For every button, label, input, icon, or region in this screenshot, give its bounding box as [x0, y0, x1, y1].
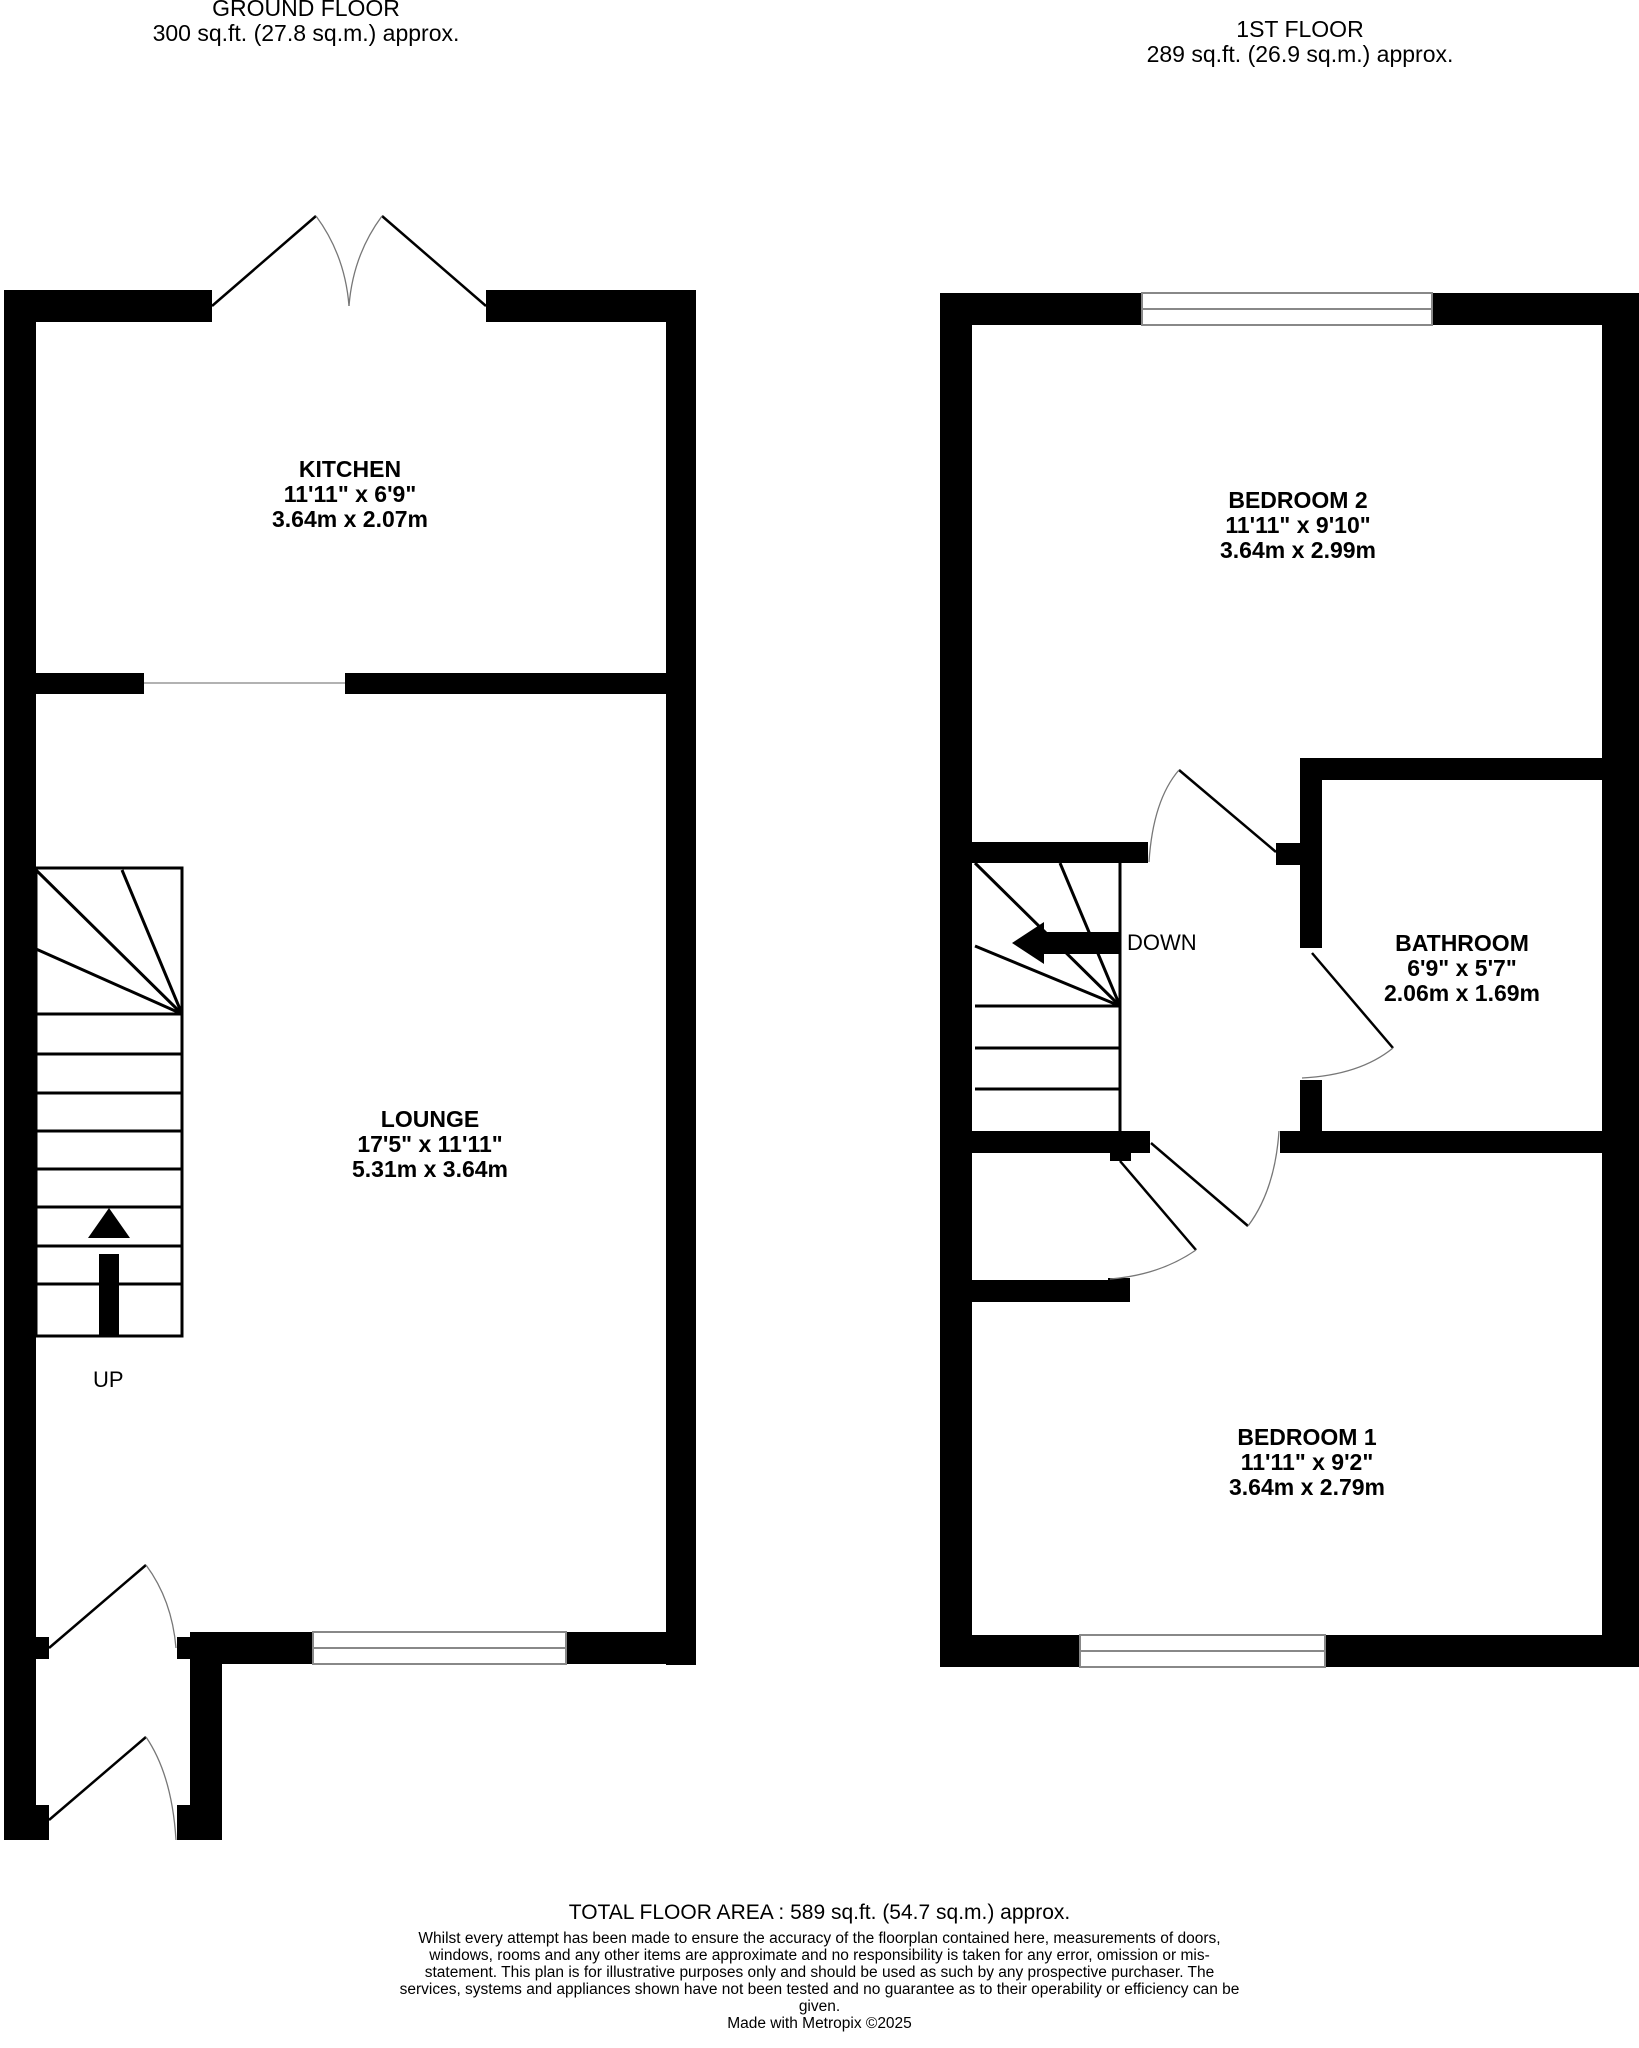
first-floor-doors [1109, 769, 1394, 1280]
footer: TOTAL FLOOR AREA : 589 sq.ft. (54.7 sq.m… [0, 1900, 1639, 2032]
first-floor-heading: 1ST FLOOR 289 sq.ft. (26.9 sq.m.) approx… [1090, 17, 1510, 67]
room-imperial: 17'5" x 11'11" [357, 1131, 503, 1157]
room-bathroom: BATHROOM 6'9" x 5'7" 2.06m x 1.69m [1384, 931, 1540, 1006]
room-name: KITCHEN [298, 456, 402, 482]
room-name: LOUNGE [380, 1106, 480, 1132]
stairs-up-label: UP [93, 1367, 124, 1392]
ground-floor-title: GROUND FLOOR [212, 0, 400, 21]
bedroom-2-window [1141, 292, 1433, 326]
room-bedroom-2: BEDROOM 2 11'11" x 9'10" 3.64m x 2.99m [1220, 488, 1376, 563]
room-name: BATHROOM [1395, 930, 1529, 956]
ground-floor-heading: GROUND FLOOR 300 sq.ft. (27.8 sq.m.) app… [100, 0, 512, 46]
bedroom-1-window [1079, 1634, 1326, 1668]
total-floor-area: TOTAL FLOOR AREA : 589 sq.ft. (54.7 sq.m… [568, 1901, 1071, 1924]
kitchen-french-doors [211, 215, 487, 307]
ground-floor-walls [4, 290, 696, 1840]
room-metric: 3.64m x 2.99m [1219, 537, 1377, 563]
up-arrow-icon [88, 1208, 130, 1336]
first-floor-area: 289 sq.ft. (26.9 sq.m.) approx. [1146, 41, 1454, 67]
credit-text: Made with Metropix ©2025 [727, 2015, 912, 2032]
front-doors [48, 1564, 177, 1841]
room-metric: 5.31m x 3.64m [351, 1156, 509, 1182]
room-metric: 3.64m x 2.79m [1228, 1474, 1386, 1500]
room-name: BEDROOM 2 [1228, 487, 1368, 513]
room-name: BEDROOM 1 [1237, 1424, 1377, 1450]
room-lounge: LOUNGE 17'5" x 11'11" 5.31m x 3.64m [352, 1107, 508, 1182]
ground-floor-area: 300 sq.ft. (27.8 sq.m.) approx. [152, 20, 460, 46]
room-imperial: 6'9" x 5'7" [1407, 955, 1517, 981]
room-bedroom-1: BEDROOM 1 11'11" x 9'2" 3.64m x 2.79m [1229, 1425, 1385, 1500]
room-imperial: 11'11" x 9'10" [1225, 512, 1371, 538]
down-arrow-icon [1012, 922, 1120, 964]
disclaimer-text: Whilst every attempt has been made to en… [399, 1930, 1240, 2015]
room-metric: 2.06m x 1.69m [1383, 980, 1541, 1006]
first-floor-stairs [973, 861, 1122, 1131]
room-imperial: 11'11" x 6'9" [283, 481, 417, 507]
first-floor-title: 1ST FLOOR [1236, 16, 1364, 42]
room-kitchen: KITCHEN 11'11" x 6'9" 3.64m x 2.07m [272, 457, 428, 532]
lounge-window [312, 1631, 567, 1665]
room-metric: 3.64m x 2.07m [271, 506, 429, 532]
stairs-down-label: DOWN [1127, 930, 1197, 955]
room-imperial: 11'11" x 9'2" [1240, 1449, 1374, 1475]
first-floor-walls [940, 293, 1639, 1667]
